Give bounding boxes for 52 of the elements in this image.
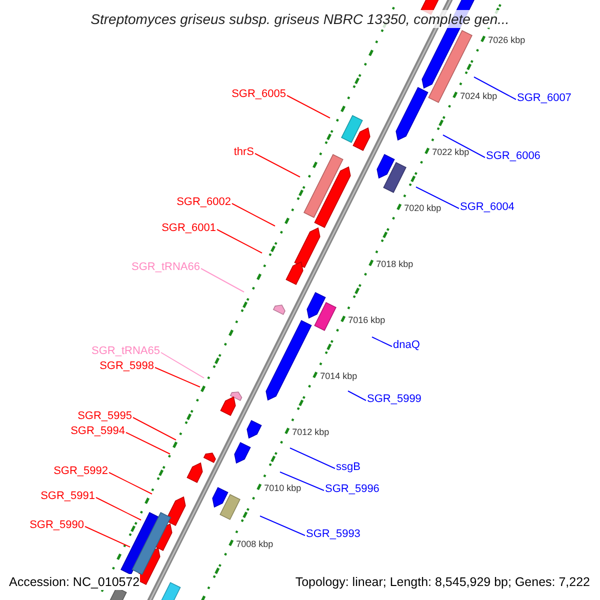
leader-line [290, 448, 336, 469]
leader-line [372, 336, 392, 347]
summary-label: Topology: linear; Length: 8,545,929 bp; Genes: 7,222 [295, 574, 590, 590]
position-label: 7026 kbp [488, 34, 526, 46]
gene-label: SGR_5990 [30, 519, 84, 532]
gene-label: SGR_6005 [232, 88, 286, 101]
gene-label: SGR_5999 [367, 393, 422, 406]
gene-label: dnaQ [393, 339, 420, 352]
position-label: 7016 kbp [348, 314, 386, 326]
leader-line [108, 472, 152, 494]
leader-line [84, 526, 130, 548]
gene-label: SGR_5991 [40, 490, 95, 503]
accession-label: Accession: NC_010572 [9, 574, 140, 590]
position-label: 7010 kbp [264, 482, 302, 494]
gene-label: SGR_tRNA65 [92, 345, 160, 358]
gene-label: SGR_6001 [162, 222, 216, 235]
position-label: 7014 kbp [320, 370, 358, 382]
leader-line [216, 229, 262, 254]
leader-line [200, 268, 244, 292]
leader-line [126, 432, 170, 454]
gene-label: SGR_5992 [54, 465, 108, 478]
position-label: 7024 kbp [460, 90, 498, 102]
leader-line [416, 186, 460, 209]
leader-line [260, 516, 306, 536]
leader-line [254, 153, 300, 178]
gene-label: SGR_5993 [306, 528, 360, 541]
gene-label: SGR_6006 [486, 150, 540, 163]
leader-line [232, 203, 276, 226]
leader-line [154, 367, 200, 388]
gene-label: SGR_6004 [460, 201, 514, 214]
gene-label: SGR_5998 [100, 360, 154, 373]
gene-label: ssgB [336, 461, 360, 474]
leader-line [132, 417, 176, 440]
gene-label: SGR_5994 [70, 425, 125, 438]
leader-line [442, 134, 486, 158]
leader-line [160, 352, 204, 378]
position-label: 7012 kbp [292, 426, 330, 438]
position-label: 7022 kbp [432, 146, 470, 158]
gene-label: SGR_tRNA66 [132, 261, 200, 274]
gene-label: SGR_6007 [517, 92, 572, 105]
leader-line [96, 497, 142, 520]
position-label: 7018 kbp [376, 258, 414, 270]
gene-label: SGR_5996 [325, 483, 380, 496]
gene-label: SGR_5995 [78, 410, 132, 423]
leader-line [280, 472, 324, 491]
leader-line [474, 76, 516, 100]
position-label: 7008 kbp [236, 538, 274, 550]
leader-line [286, 95, 330, 118]
gene-label: thrS [234, 146, 254, 159]
position-label: 7020 kbp [404, 202, 442, 214]
leader-line [348, 390, 366, 401]
gene-label: SGR_6002 [176, 196, 231, 209]
